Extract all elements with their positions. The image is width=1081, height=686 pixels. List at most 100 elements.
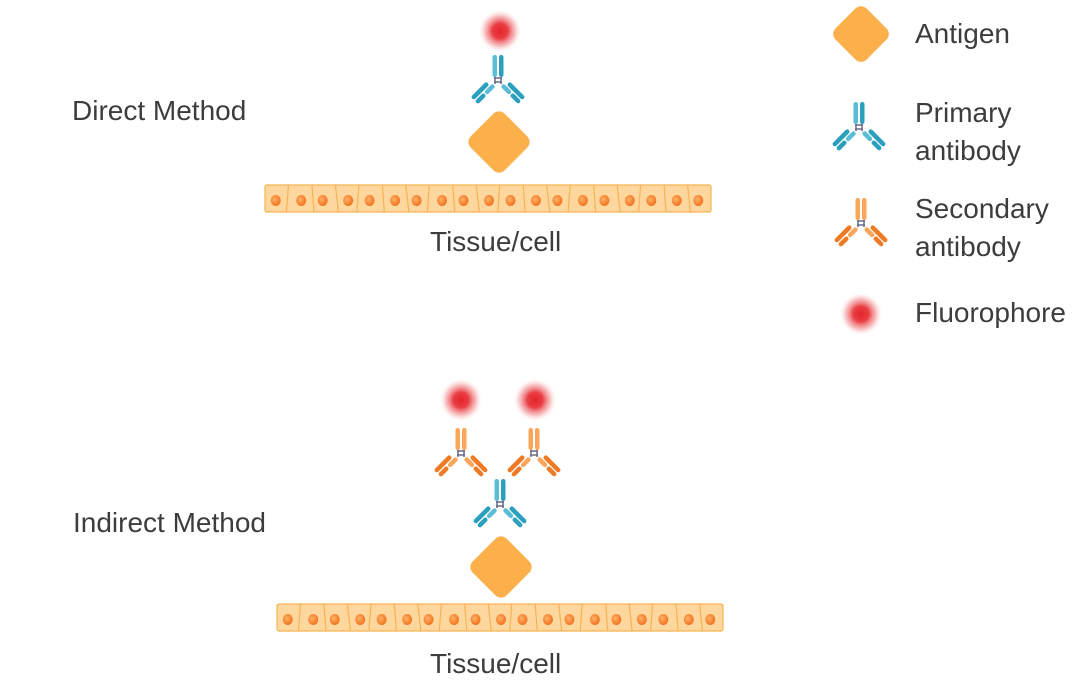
cell-nucleus (458, 195, 469, 206)
cell-nucleus (296, 195, 307, 206)
cell-nucleus (542, 614, 553, 625)
cell-border (438, 603, 442, 632)
indirect-tissue-label: Tissue/cell (430, 648, 562, 679)
cell-nucleus (308, 614, 319, 625)
cell-nucleus (423, 614, 434, 625)
cell-border (426, 184, 430, 213)
legend-antigen-label: Antigen (915, 18, 1010, 49)
cell-border (649, 603, 654, 632)
cell-nucleus (693, 195, 704, 206)
legend-primary-label-line2: antibody (915, 135, 1021, 166)
cell-nucleus (390, 195, 401, 206)
cell-nucleus (646, 195, 657, 206)
cell-nucleus (470, 614, 481, 625)
cell-border (509, 603, 513, 632)
direct-method-illustration (264, 9, 712, 213)
fluorophore-icon (439, 378, 483, 422)
primary-antibody-icon (471, 478, 529, 530)
legend-secondary-label-line2: antibody (915, 231, 1021, 262)
legend-secondary-antibody-icon (832, 197, 890, 249)
cell-border (675, 603, 679, 632)
cell-border (522, 184, 526, 213)
cell-nucleus (658, 614, 669, 625)
tissue-layer (276, 603, 724, 632)
cell-nucleus (564, 614, 575, 625)
cell-border (567, 184, 571, 213)
cell-border (346, 603, 352, 632)
legend (830, 6, 890, 336)
cell-border (393, 603, 397, 632)
cell-nucleus (355, 614, 366, 625)
cell-nucleus (552, 195, 563, 206)
direct-method-title: Direct Method (72, 95, 247, 126)
cell-border (628, 603, 633, 632)
cell-nucleus (496, 614, 506, 625)
cell-nucleus (317, 195, 328, 206)
legend-fluorophore-label: Fluorophore (915, 297, 1066, 328)
cell-nucleus (329, 614, 340, 625)
cell-border (546, 184, 551, 213)
cell-nucleus (484, 195, 494, 206)
cell-nucleus (517, 614, 528, 625)
cell-nucleus (437, 195, 448, 206)
cell-nucleus (624, 195, 635, 206)
cell-nucleus (270, 195, 281, 206)
cell-border (297, 603, 302, 632)
cell-border (452, 184, 456, 213)
cell-border (497, 184, 501, 213)
secondary-antibody-icon (432, 427, 490, 479)
legend-secondary-label-line1: Secondary (915, 193, 1049, 224)
cell-nucleus (505, 195, 516, 206)
cell-border (381, 184, 385, 213)
tissue-layer (264, 184, 712, 213)
cell-border (663, 184, 667, 213)
cell-border (285, 184, 290, 213)
antigen-icon (468, 111, 530, 173)
legend-primary-antibody-icon (830, 101, 888, 153)
cell-nucleus (376, 614, 387, 625)
cell-nucleus (530, 195, 541, 206)
fluorophore-icon (513, 378, 557, 422)
cell-nucleus (589, 614, 600, 625)
cell-border (637, 184, 642, 213)
cell-nucleus (599, 195, 610, 206)
cell-nucleus (411, 195, 422, 206)
antigen-icon (470, 536, 532, 598)
legend-primary-label-line1: Primary (915, 97, 1012, 128)
cell-border (323, 603, 327, 632)
cell-nucleus (577, 195, 588, 206)
cell-nucleus (636, 614, 647, 625)
cell-nucleus (402, 614, 413, 625)
cell-border (616, 184, 621, 213)
cell-border (405, 184, 410, 213)
legend-antigen-icon (833, 6, 889, 62)
cell-border (356, 184, 360, 213)
cell-nucleus (611, 614, 622, 625)
cell-border (311, 184, 315, 213)
cell-border (417, 603, 422, 632)
cell-nucleus (683, 614, 694, 625)
indirect-method-title: Indirect Method (73, 507, 266, 538)
secondary-antibody-icon (505, 427, 563, 479)
fluorophore-icon (478, 9, 522, 53)
cell-nucleus (364, 195, 375, 206)
cell-nucleus (449, 614, 460, 625)
cell-nucleus (282, 614, 293, 625)
cell-border (698, 603, 704, 632)
primary-antibody-icon (469, 54, 527, 106)
indirect-method-illustration (276, 378, 724, 632)
cell-nucleus (705, 614, 716, 625)
cell-nucleus (671, 195, 682, 206)
cell-border (368, 603, 372, 632)
cell-border (686, 184, 692, 213)
cell-border (593, 184, 597, 213)
cell-border (579, 603, 583, 632)
cell-border (487, 603, 492, 632)
legend-fluorophore-icon (839, 292, 883, 336)
cell-border (558, 603, 563, 632)
cell-border (475, 184, 480, 213)
cell-border (605, 603, 609, 632)
cell-border (334, 184, 340, 213)
direct-tissue-label: Tissue/cell (430, 226, 562, 257)
